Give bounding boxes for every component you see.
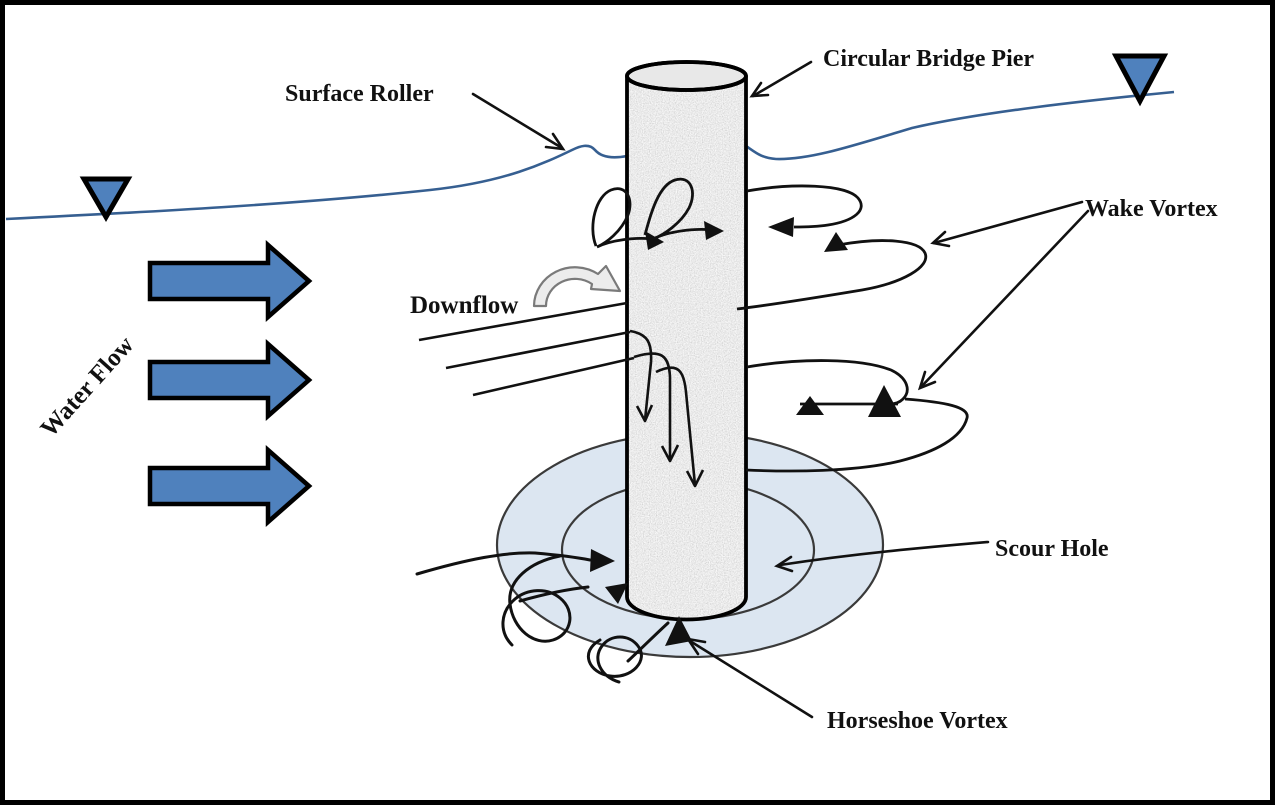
water-flow-arrow-2 — [147, 339, 313, 421]
surface-roller-label: Surface Roller — [285, 81, 434, 107]
approach-flow-lines — [418, 301, 635, 397]
wake-curl-lower-arrowhead-small — [796, 396, 824, 415]
horseshoe-loop-1 — [501, 554, 572, 647]
pier-face-loop-1-arrowhead — [645, 231, 664, 250]
horseshoe-line-3 — [626, 621, 670, 663]
downflow-label: Downflow — [410, 292, 518, 319]
horseshoe-tail-line — [415, 551, 592, 576]
pier-top-cap-rim — [627, 62, 746, 92]
pier-face-vortex-loops — [591, 177, 724, 250]
approach-flow-line-2 — [445, 330, 631, 370]
scour-hole-label: Scour Hole — [995, 536, 1109, 562]
approach-flow-line-3 — [472, 356, 635, 397]
approach-flow-line-1 — [418, 301, 628, 342]
downflow-arrowhead-3 — [685, 469, 705, 488]
circular-bridge-pier-label: Circular Bridge Pier — [823, 46, 1034, 72]
horseshoe-loop-2 — [587, 635, 643, 684]
water-level-nabla-icon-left — [79, 176, 133, 222]
surface-roller-leader-arrowhead — [544, 132, 566, 151]
wake-vortex-label: Wake Vortex — [1085, 196, 1218, 222]
downflow-arrowhead-1 — [635, 404, 654, 423]
horseshoe-vortex-leader — [688, 639, 814, 719]
downflow-arrow-3 — [655, 366, 697, 486]
scour-hole-leader — [778, 540, 990, 567]
water-level-nabla-icon-right — [1111, 53, 1169, 107]
water-flow-arrow-3 — [147, 445, 313, 527]
wake-vortex-curls — [736, 184, 969, 473]
water-flow-arrow-1 — [147, 240, 313, 322]
pier-face-loop-2-arrowhead — [704, 221, 724, 240]
pier-face-loop-1 — [591, 187, 653, 249]
horseshoe-arrowhead-3 — [665, 616, 692, 646]
curved-downflow-arrow-icon — [532, 264, 622, 308]
horseshoe-arrowhead-1 — [590, 549, 615, 572]
downflow-arrowhead-2 — [660, 444, 680, 463]
wake-curl-upper-2 — [736, 239, 928, 311]
water-surface-line-upstream — [5, 144, 628, 221]
bridge-pier-leader-arrowhead — [749, 81, 770, 98]
leader-arrows — [471, 60, 1090, 719]
scour-hole-leader-arrowhead — [774, 555, 794, 573]
wake-curl-lower-arrowhead-big — [868, 385, 901, 417]
downflow-arrow-1 — [629, 329, 653, 421]
surface-roller-leader — [471, 92, 564, 150]
wake-curl-upper-1-arrowhead — [768, 217, 794, 237]
horseshoe-vortex-curls — [415, 549, 692, 684]
wake-curl-lower-1 — [746, 359, 909, 406]
downflow-arrow-2 — [633, 352, 672, 460]
pier-face-loop-2 — [643, 177, 713, 241]
horseshoe-vortex-leader-arrowhead — [685, 637, 707, 656]
wake-curl-upper-1 — [746, 184, 863, 229]
downflow-arrows — [629, 329, 705, 488]
bridge-pier-leader — [751, 60, 813, 98]
wake-curl-lower-2 — [745, 397, 969, 473]
wake-vortex-leader-2 — [919, 209, 1090, 389]
wake-curl-upper-2-arrowhead — [824, 232, 848, 252]
circular-bridge-pier — [625, 60, 748, 622]
horseshoe-line-2 — [518, 585, 590, 603]
wake-vortex-leader-1-arrowhead — [930, 230, 951, 248]
horseshoe-vortex-label: Horseshoe Vortex — [827, 708, 1008, 734]
horseshoe-arrowhead-2 — [605, 583, 628, 604]
wake-vortex-leader-2-arrowhead — [917, 370, 937, 391]
wake-vortex-leader-1 — [932, 200, 1084, 245]
water-surface-line-downstream — [745, 90, 1175, 161]
